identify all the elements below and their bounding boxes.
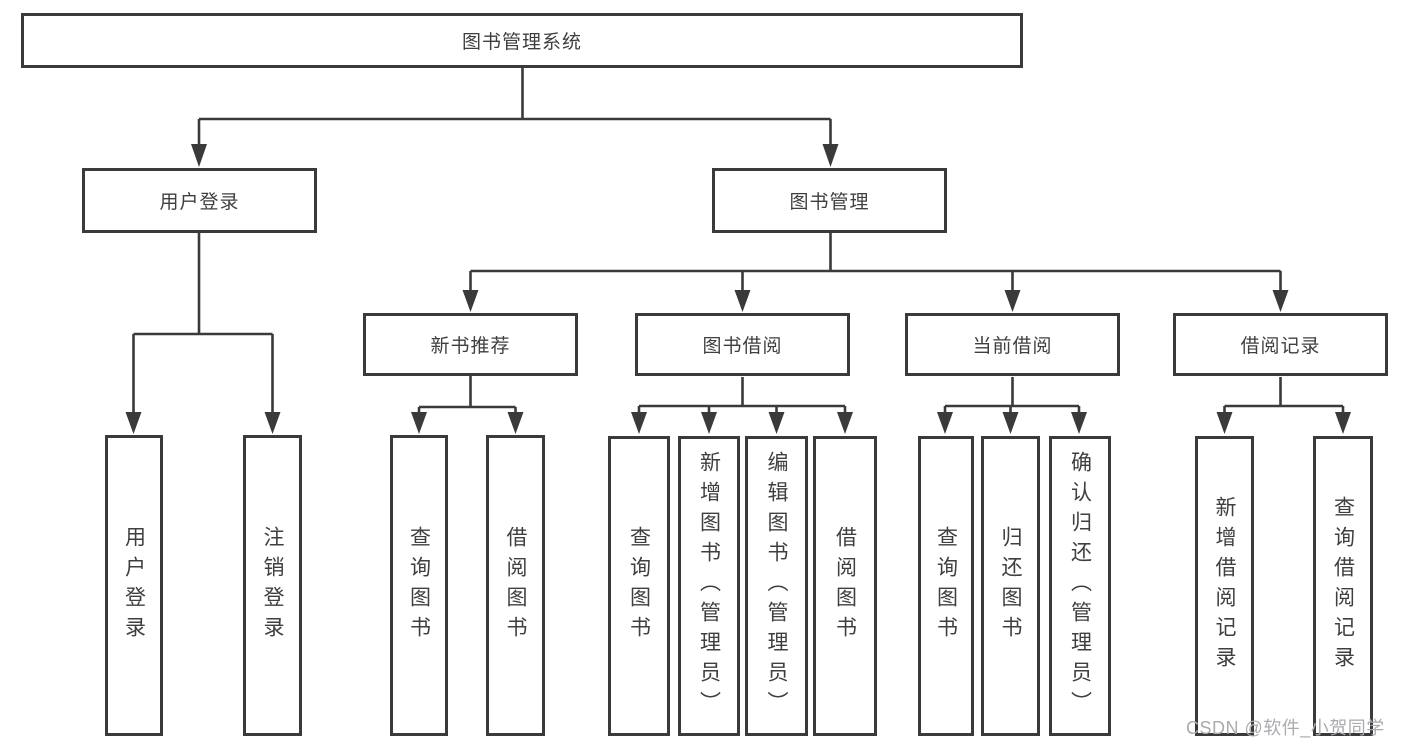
arrowhead	[191, 144, 207, 167]
node-label: 当前借阅	[972, 336, 1053, 357]
arrowhead	[631, 412, 647, 434]
node-new-book-recommend: 新书推荐	[363, 313, 578, 376]
arrowhead	[507, 412, 524, 434]
leaf-borrow-books: 借阅图书	[813, 436, 877, 736]
arrowhead	[837, 412, 853, 434]
node-book-management-branch: 图书管理	[712, 168, 947, 233]
csdn-watermark: CSDN @软件_小贺同学	[1186, 718, 1385, 738]
arrowhead	[411, 412, 427, 434]
node-label: 新书推荐	[430, 336, 511, 357]
connector-current-borrow-split	[943, 377, 1081, 413]
connector-user-login-split	[132, 233, 274, 413]
leaf-query-books-borrow: 查询图书	[608, 436, 670, 736]
leaf-label: 新增借阅记录	[1213, 496, 1236, 676]
node-label: 用户登录	[159, 192, 240, 213]
node-library-management-system: 图书管理系统	[21, 13, 1023, 68]
arrowhead	[1335, 412, 1351, 434]
node-borrow-records: 借阅记录	[1173, 313, 1388, 376]
leaf-query-books-recommend: 查询图书	[390, 435, 448, 736]
node-current-borrow: 当前借阅	[905, 313, 1120, 376]
node-label: 图书借阅	[702, 336, 783, 357]
leaf-label: 借阅图书	[504, 525, 527, 646]
leaf-user-login: 用户登录	[105, 435, 163, 736]
leaf-label: 查询图书	[407, 525, 431, 646]
leaf-query-borrow-record: 查询借阅记录	[1313, 436, 1373, 736]
leaf-label: 借阅图书	[833, 526, 857, 646]
arrowhead	[937, 412, 953, 434]
connector-book-borrow-split	[637, 377, 847, 413]
arrowhead	[1004, 290, 1021, 312]
leaf-logout: 注销登录	[243, 435, 302, 736]
leaf-label: 查询图书	[627, 526, 651, 646]
connector-new-book-split	[417, 376, 517, 413]
leaf-add-borrow-record: 新增借阅记录	[1195, 436, 1254, 736]
leaf-label: 新增图书（管理员）	[697, 451, 721, 721]
node-label: 借阅记录	[1240, 336, 1321, 357]
leaf-add-book-admin: 新增图书（管理员）	[678, 436, 740, 736]
connector-root-to-branches	[197, 68, 832, 146]
arrowhead	[822, 144, 839, 167]
arrowhead	[701, 412, 717, 434]
leaf-edit-book-admin: 编辑图书（管理员）	[745, 436, 808, 736]
arrowhead	[264, 412, 281, 434]
node-label: 图书管理	[789, 192, 870, 213]
leaf-label: 用户登录	[122, 525, 146, 646]
connector-book-management-split	[469, 233, 1282, 291]
arrowhead	[1002, 412, 1019, 434]
arrowhead	[1071, 412, 1087, 434]
node-book-borrow: 图书借阅	[635, 313, 850, 376]
leaf-label: 注销登录	[261, 525, 284, 646]
leaf-label: 编辑图书（管理员）	[765, 451, 788, 721]
leaf-return-books: 归还图书	[981, 436, 1040, 736]
node-user-login-branch: 用户登录	[82, 168, 317, 233]
arrowhead	[1272, 290, 1289, 312]
arrowhead	[1216, 412, 1233, 434]
leaf-label: 查询借阅记录	[1331, 496, 1355, 676]
leaf-label: 查询图书	[934, 526, 958, 646]
arrowhead	[462, 290, 479, 312]
connector-borrow-records-split	[1223, 377, 1345, 413]
leaf-label: 确认归还（管理员）	[1068, 451, 1092, 721]
node-label: 图书管理系统	[461, 32, 582, 53]
arrowhead	[125, 412, 142, 434]
leaf-label: 归还图书	[999, 526, 1022, 646]
leaf-confirm-return-admin: 确认归还（管理员）	[1049, 436, 1111, 736]
arrowhead	[768, 412, 785, 434]
leaf-borrow-books-recommend: 借阅图书	[486, 435, 545, 736]
leaf-query-books-current: 查询图书	[918, 436, 974, 736]
arrowhead	[734, 290, 751, 312]
